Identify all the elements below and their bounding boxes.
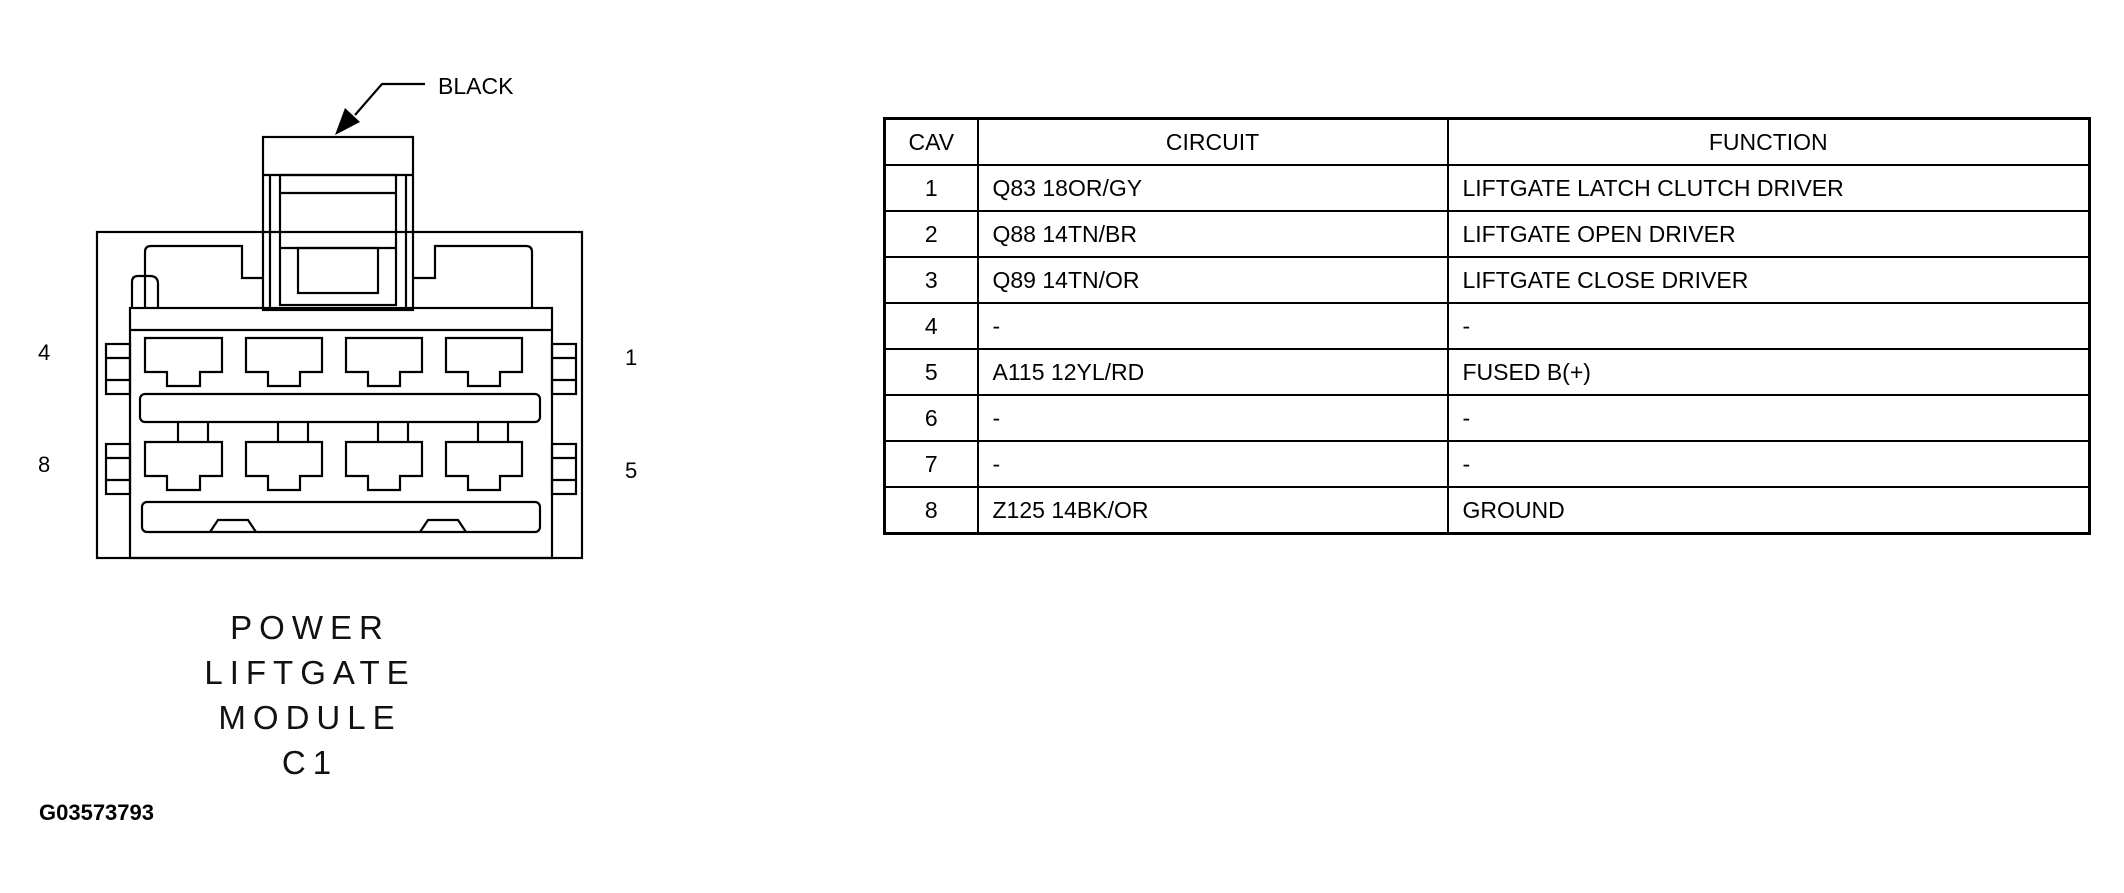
table-header-row: CAV CIRCUIT FUNCTION xyxy=(883,117,2091,166)
table-row: 2 Q88 14TN/BR LIFTGATE OPEN DRIVER xyxy=(883,210,2091,258)
cell-cav: 6 xyxy=(883,394,979,442)
right-lock-tab-bottom xyxy=(550,442,578,496)
cavity-4 xyxy=(143,336,224,388)
cavity-6 xyxy=(344,440,424,492)
header-function: FUNCTION xyxy=(1446,117,2091,166)
cavity-8 xyxy=(143,440,224,492)
pin-label-4: 4 xyxy=(38,340,50,365)
pin-label-1: 1 xyxy=(625,345,637,370)
cell-cav: 1 xyxy=(883,164,979,212)
connector-title-line-1: POWER xyxy=(230,609,390,646)
table-row: 5 A115 12YL/RD FUSED B(+) xyxy=(883,348,2091,396)
table-row: 3 Q89 14TN/OR LIFTGATE CLOSE DRIVER xyxy=(883,256,2091,304)
cell-cav: 4 xyxy=(883,302,979,350)
cell-circuit: Q88 14TN/BR xyxy=(976,210,1449,258)
left-lock-tab-bottom xyxy=(104,442,132,496)
cavity-table: CAV CIRCUIT FUNCTION 1 Q83 18OR/GY LIFTG… xyxy=(883,117,2091,535)
cell-circuit: Q89 14TN/OR xyxy=(976,256,1449,304)
table-row: 6 - - xyxy=(883,394,2091,442)
cell-cav: 8 xyxy=(883,486,979,535)
connector-drawing: BLACK 4 1 8 5 xyxy=(38,73,637,560)
table-row: 4 - - xyxy=(883,302,2091,350)
cell-circuit: Q83 18OR/GY xyxy=(976,164,1449,212)
connector-title-line-4: C1 xyxy=(281,744,339,781)
cell-function: - xyxy=(1446,394,2091,442)
cell-function: LIFTGATE CLOSE DRIVER xyxy=(1446,256,2091,304)
cell-circuit: - xyxy=(976,302,1449,350)
cell-cav: 7 xyxy=(883,440,979,488)
cavity-7 xyxy=(244,440,324,492)
cell-function: FUSED B(+) xyxy=(1446,348,2091,396)
cavity-1 xyxy=(444,336,524,388)
connector-title: POWER LIFTGATE MODULE C1 xyxy=(190,605,430,785)
cell-circuit: Z125 14BK/OR xyxy=(976,486,1449,535)
connector-title-line-3: MODULE xyxy=(218,699,402,736)
cell-function: LIFTGATE LATCH CLUTCH DRIVER xyxy=(1446,164,2091,212)
cell-cav: 3 xyxy=(883,256,979,304)
cell-function: LIFTGATE OPEN DRIVER xyxy=(1446,210,2091,258)
color-callout: BLACK xyxy=(438,73,514,99)
left-lock-tab-top xyxy=(104,342,132,396)
connector-title-line-2: LIFTGATE xyxy=(204,654,416,691)
cell-cav: 2 xyxy=(883,210,979,258)
table-row: 8 Z125 14BK/OR GROUND xyxy=(883,486,2091,535)
callout-arrow-icon xyxy=(335,108,360,135)
cell-circuit: A115 12YL/RD xyxy=(976,348,1449,396)
pin-label-8: 8 xyxy=(38,452,50,477)
cavity-2 xyxy=(344,336,424,388)
cell-function: GROUND xyxy=(1446,486,2091,535)
connector-latch xyxy=(261,135,415,312)
cell-cav: 5 xyxy=(883,348,979,396)
cavity-3 xyxy=(244,336,324,388)
cavity-5 xyxy=(444,440,524,492)
header-circuit: CIRCUIT xyxy=(976,117,1449,166)
pin-label-5: 5 xyxy=(625,458,637,483)
right-lock-tab-top xyxy=(550,342,578,396)
cell-circuit: - xyxy=(976,394,1449,442)
cell-function: - xyxy=(1446,302,2091,350)
table-row: 1 Q83 18OR/GY LIFTGATE LATCH CLUTCH DRIV… xyxy=(883,164,2091,212)
figure-id: G03573793 xyxy=(39,800,154,825)
table-row: 7 - - xyxy=(883,440,2091,488)
cell-function: - xyxy=(1446,440,2091,488)
cell-circuit: - xyxy=(976,440,1449,488)
header-cav: CAV xyxy=(883,117,979,166)
